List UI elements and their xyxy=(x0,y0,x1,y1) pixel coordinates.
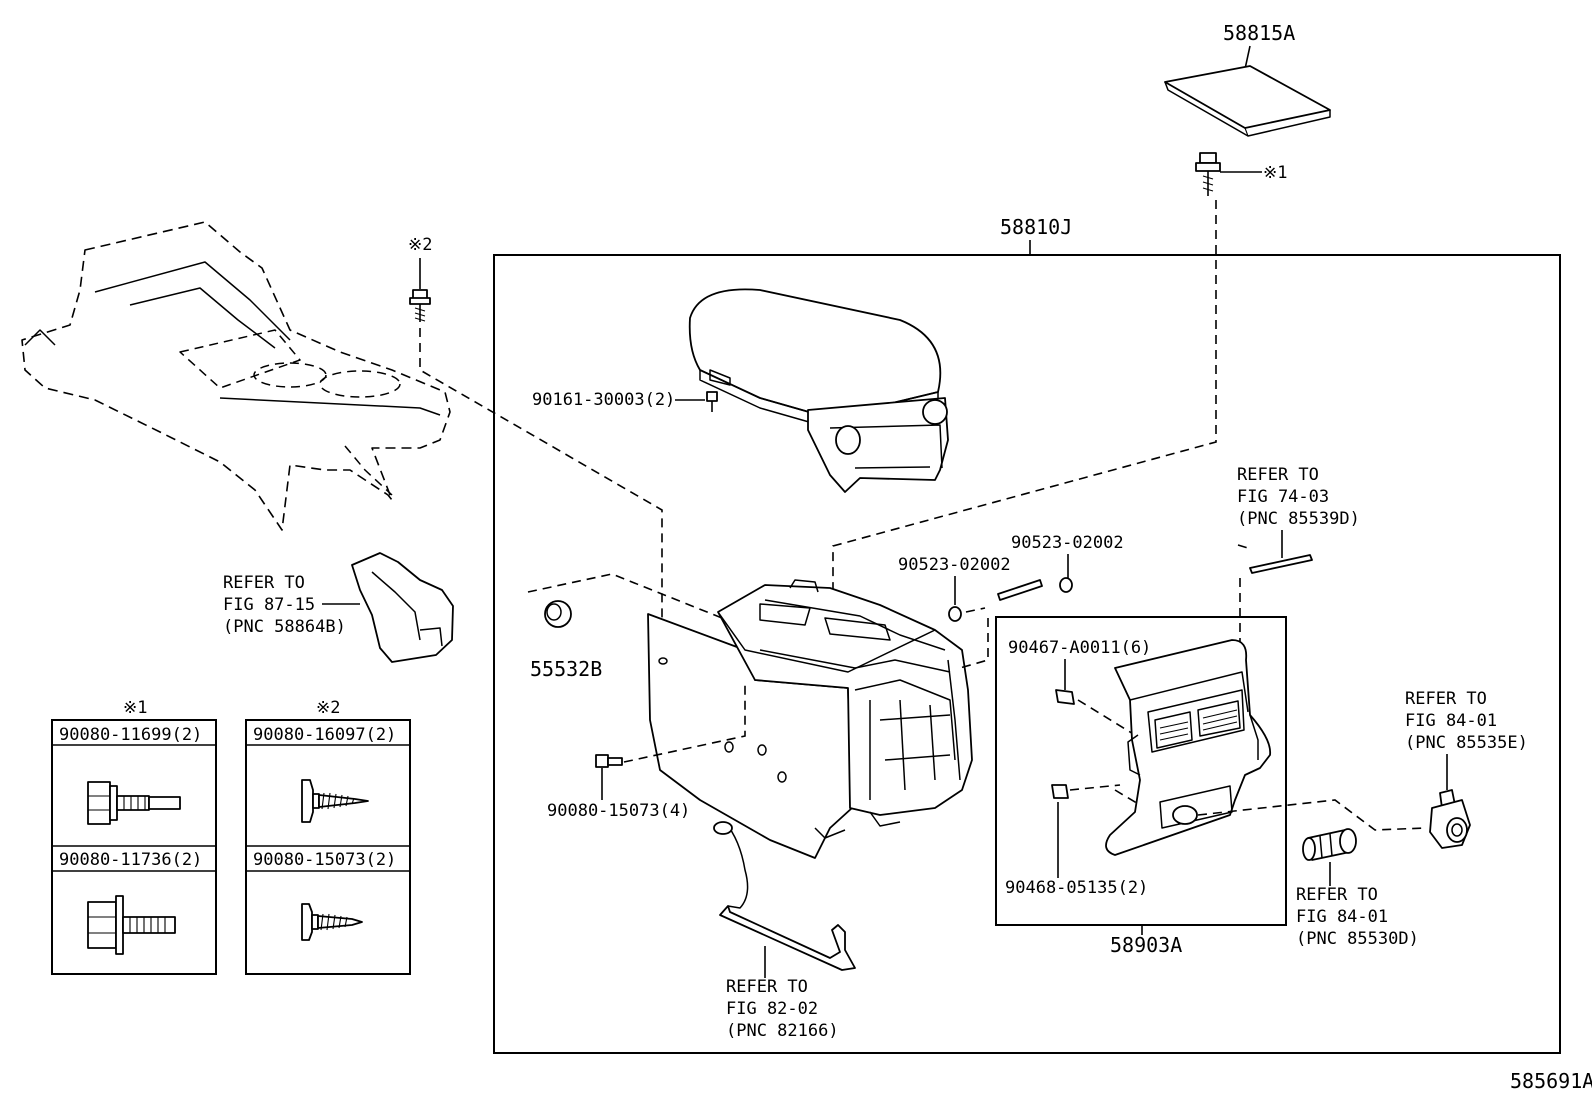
bolt-90080-11699-icon xyxy=(87,781,181,825)
reference-fig-84-01-85530d[interactable]: REFER TO FIG 84-01 (PNC 85530D) xyxy=(1296,885,1419,949)
ref-84-01-e-line2: FIG 84-01 xyxy=(1405,711,1497,731)
bolt-90080-11736-icon xyxy=(87,895,176,955)
ref-84-01-e-line1: REFER TO xyxy=(1405,689,1487,709)
ref-87-15-line1: REFER TO xyxy=(223,573,305,593)
label-main-assembly[interactable]: 58810J xyxy=(1000,215,1072,239)
label-pin-b[interactable]: 90523-02002 xyxy=(1011,533,1124,553)
rear-panel-assembly-box xyxy=(995,616,1287,926)
bolt-note-1-icon[interactable] xyxy=(1195,152,1221,196)
ref-82-02-line2: FIG 82-02 xyxy=(726,999,818,1019)
ref-87-15-line3: (PNC 58864B) xyxy=(223,617,346,637)
dashed-guide-screw-2 xyxy=(419,328,663,664)
legend-note-2-box xyxy=(245,719,411,975)
ref-82-02-line1: REFER TO xyxy=(726,977,808,997)
label-screw-armrest[interactable]: 90161-30003(2) xyxy=(532,390,675,410)
legend-item-90080-11699: 90080-11699(2) xyxy=(59,725,202,745)
ref-74-03-line3: (PNC 85539D) xyxy=(1237,509,1360,529)
dashed-guide-bolt-1 xyxy=(832,200,1217,730)
console-body-reference xyxy=(21,221,451,531)
ref-84-01-d-line2: FIG 84-01 xyxy=(1296,907,1388,927)
screw-note-2-icon[interactable] xyxy=(409,289,431,322)
reference-fig-87-15[interactable]: REFER TO FIG 87-15 (PNC 58864B) xyxy=(223,573,346,637)
lighter-85530d-icon xyxy=(1302,828,1357,861)
label-top-cover[interactable]: 58815A xyxy=(1223,21,1295,45)
bracket-reference-87-15 xyxy=(351,552,454,663)
ref-84-01-d-line3: (PNC 85530D) xyxy=(1296,929,1419,949)
reference-fig-74-03[interactable]: REFER TO FIG 74-03 (PNC 85539D) xyxy=(1237,465,1360,529)
main-assembly-box xyxy=(493,254,1561,1054)
label-clip-panel[interactable]: 90467-A0011(6) xyxy=(1008,638,1151,658)
rear-panel-vent-assembly[interactable] xyxy=(1105,639,1272,856)
dashed-guide-clip xyxy=(1077,699,1136,736)
power-socket-85535e-icon xyxy=(1429,789,1471,849)
label-plug[interactable]: 55532B xyxy=(530,657,602,681)
ref-84-01-e-line3: (PNC 85535E) xyxy=(1405,733,1528,753)
screw-90080-15073-icon xyxy=(301,903,363,941)
label-note-2-top: ※2 xyxy=(408,235,432,255)
label-screw-panel[interactable]: 90468-05135(2) xyxy=(1005,878,1148,898)
ref-87-15-line2: FIG 87-15 xyxy=(223,595,315,615)
reference-fig-84-01-85535e[interactable]: REFER TO FIG 84-01 (PNC 85535E) xyxy=(1405,689,1528,753)
ref-74-03-line1: REFER TO xyxy=(1237,465,1319,485)
clip-panel-icon xyxy=(1055,689,1075,705)
screw-panel-icon xyxy=(1051,784,1069,799)
screw-armrest-icon xyxy=(706,391,718,412)
legend-note-1-box xyxy=(51,719,217,975)
ref-74-03-line2: FIG 74-03 xyxy=(1237,487,1329,507)
screw-box-icon xyxy=(595,754,623,768)
pin-b-icon xyxy=(1059,577,1073,593)
top-cover-mat[interactable] xyxy=(1164,65,1331,137)
ref-84-01-d-line1: REFER TO xyxy=(1296,885,1378,905)
console-box-body[interactable] xyxy=(647,579,973,859)
plug-icon[interactable] xyxy=(544,600,572,628)
legend-item-90080-11736: 90080-11736(2) xyxy=(59,850,202,870)
label-screw-box[interactable]: 90080-15073(4) xyxy=(547,801,690,821)
diagram-id: 585691A xyxy=(1510,1069,1592,1093)
legend-item-90080-15073: 90080-15073(2) xyxy=(253,850,396,870)
dashed-guide-pin xyxy=(959,607,989,669)
dashed-guide-socket xyxy=(1197,799,1426,831)
armrest-lid[interactable] xyxy=(688,288,949,493)
legend-item-90080-16097: 90080-16097(2) xyxy=(253,725,396,745)
screw-90080-16097-icon xyxy=(301,779,369,823)
dashed-guide-screw-panel xyxy=(1069,784,1146,809)
reference-fig-82-02[interactable]: REFER TO FIG 82-02 (PNC 82166) xyxy=(726,977,839,1041)
dashed-guide-box-screw xyxy=(623,680,746,763)
label-pin-a[interactable]: 90523-02002 xyxy=(898,555,1011,575)
wire-harness-reference-82-02 xyxy=(713,821,856,971)
ref-82-02-line3: (PNC 82166) xyxy=(726,1021,839,1041)
rod-pin-icon xyxy=(997,579,1043,601)
legend-note-1-mark: ※1 xyxy=(123,698,147,718)
strip-reference-74-03 xyxy=(1249,554,1313,574)
pin-a-icon xyxy=(948,606,962,622)
label-rear-panel-assembly[interactable]: 58903A xyxy=(1110,933,1182,957)
legend-note-2-mark: ※2 xyxy=(316,698,340,718)
label-note-1: ※1 xyxy=(1263,163,1287,183)
